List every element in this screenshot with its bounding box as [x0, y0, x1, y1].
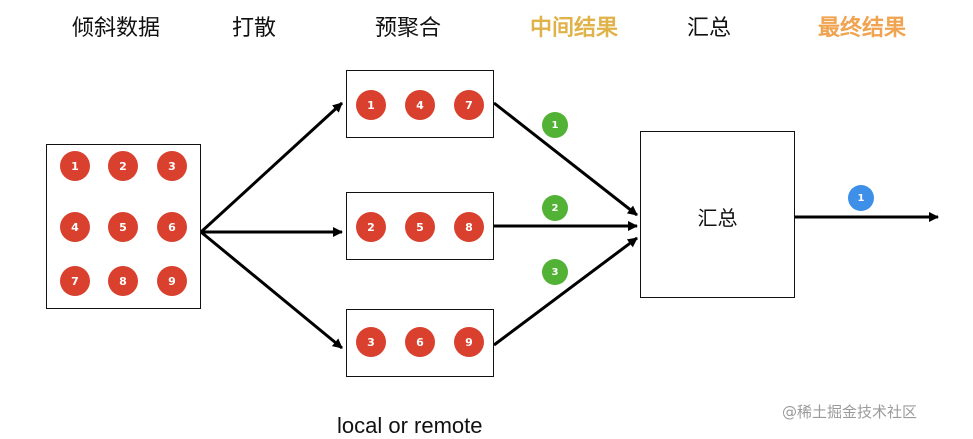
arrow-scatter-3 [200, 230, 343, 350]
partition-item: 5 [405, 212, 435, 242]
item-3: 3 [157, 151, 187, 181]
aggregator-label: 汇总 [697, 206, 738, 230]
header-pre-aggregate: 预聚合 [375, 16, 442, 41]
arrow-scatter-1 [199, 101, 344, 234]
intermediate-result-3: 3 [542, 259, 568, 285]
arrow-merge-1 [493, 101, 638, 217]
item-6: 6 [157, 212, 187, 242]
header-intermediate-result: 中间结果 [530, 16, 619, 41]
item-4: 4 [60, 212, 90, 242]
partition-item: 1 [356, 90, 386, 120]
header-scatter: 打散 [232, 16, 277, 41]
item-5: 5 [108, 212, 138, 242]
item-2: 2 [108, 151, 138, 181]
header-final-result: 最终结果 [818, 16, 907, 41]
intermediate-result-1: 1 [542, 112, 568, 138]
partition-item: 2 [356, 212, 386, 242]
partition-item: 8 [454, 212, 484, 242]
item-8: 8 [108, 266, 138, 296]
partition-item: 3 [356, 327, 386, 357]
watermark: @稀土掘金技术社区 [782, 403, 918, 421]
final-result: 1 [848, 185, 874, 211]
skewed-data-block: 1 2 3 4 5 6 7 8 9 [46, 144, 201, 309]
header-skewed-data: 倾斜数据 [72, 16, 161, 41]
footer-caption: local or remote [337, 413, 483, 438]
intermediate-result-2: 2 [542, 195, 568, 221]
item-7: 7 [60, 266, 90, 296]
item-1: 1 [60, 151, 90, 181]
item-9: 9 [157, 266, 187, 296]
partition-item: 9 [454, 327, 484, 357]
aggregator-block: 汇总 [640, 131, 795, 298]
partition-1: 1 4 7 [346, 70, 494, 138]
header-summary: 汇总 [687, 16, 732, 41]
partition-item: 4 [405, 90, 435, 120]
partition-item: 6 [405, 327, 435, 357]
arrow-merge-3 [493, 236, 638, 347]
partition-item: 7 [454, 90, 484, 120]
partition-3: 3 6 9 [346, 309, 494, 377]
partition-2: 2 5 8 [346, 192, 494, 260]
